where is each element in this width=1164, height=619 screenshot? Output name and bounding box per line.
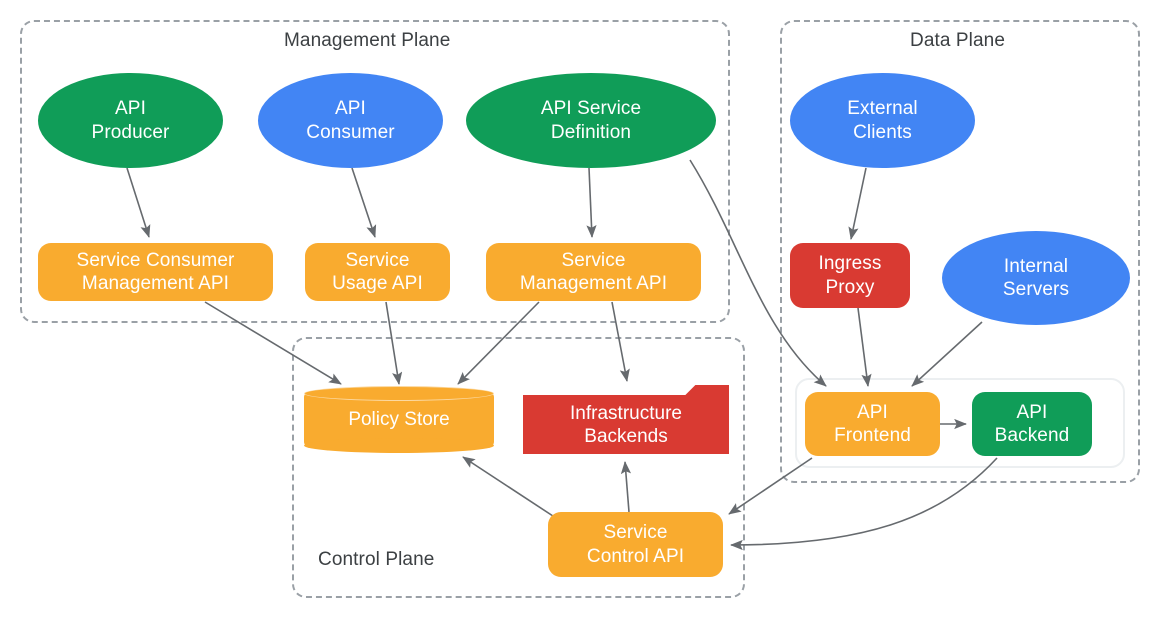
node-ingress-proxy[interactable]: Ingress Proxy <box>790 243 910 308</box>
node-label-policy-store: Policy Store <box>348 408 450 430</box>
node-api-service-definition[interactable]: API Service Definition <box>466 73 716 168</box>
node-label-service-usage-api: Service Usage API <box>332 249 423 294</box>
node-label-internal-servers: Internal Servers <box>1002 255 1070 300</box>
node-infrastructure-backends[interactable]: Infrastructure Backends <box>520 385 732 457</box>
node-service-consumer-management-api[interactable]: Service Consumer Management API <box>38 243 273 301</box>
node-api-producer[interactable]: API Producer <box>38 73 223 168</box>
node-label-infrastructure-backends: Infrastructure Backends <box>570 402 682 447</box>
node-label-api-backend: API Backend <box>994 401 1070 446</box>
node-label-service-control-api: Service Control API <box>586 522 685 567</box>
group-label-management-plane: Management Plane <box>284 30 451 51</box>
node-internal-servers[interactable]: Internal Servers <box>942 231 1130 325</box>
node-api-frontend[interactable]: API Frontend <box>805 392 940 456</box>
node-label-service-consumer-management-api: Service Consumer Management API <box>76 249 235 294</box>
node-label-api-producer: API Producer <box>91 98 170 143</box>
folder-shape-icon <box>523 385 729 454</box>
node-service-control-api[interactable]: Service Control API <box>548 512 723 577</box>
node-label-external-clients: External Clients <box>847 98 918 143</box>
node-service-usage-api[interactable]: Service Usage API <box>305 243 450 301</box>
node-label-api-frontend: API Frontend <box>834 401 911 446</box>
cylinder-top-icon <box>304 386 494 401</box>
node-label-api-consumer: API Consumer <box>306 98 395 143</box>
group-label-control-plane: Control Plane <box>318 549 435 570</box>
group-label-data-plane: Data Plane <box>910 30 1006 51</box>
cylinder-bottom-icon <box>304 438 494 453</box>
node-external-clients[interactable]: External Clients <box>790 73 975 168</box>
node-label-ingress-proxy: Ingress Proxy <box>818 253 882 298</box>
node-label-service-management-api: Service Management API <box>519 249 668 294</box>
node-api-backend[interactable]: API Backend <box>972 392 1092 456</box>
cylinder-body-icon <box>304 393 494 446</box>
node-service-management-api[interactable]: Service Management API <box>486 243 701 301</box>
node-label-api-service-definition: API Service Definition <box>540 98 642 143</box>
node-api-consumer[interactable]: API Consumer <box>258 73 443 168</box>
node-policy-store[interactable]: Policy Store <box>304 386 494 453</box>
